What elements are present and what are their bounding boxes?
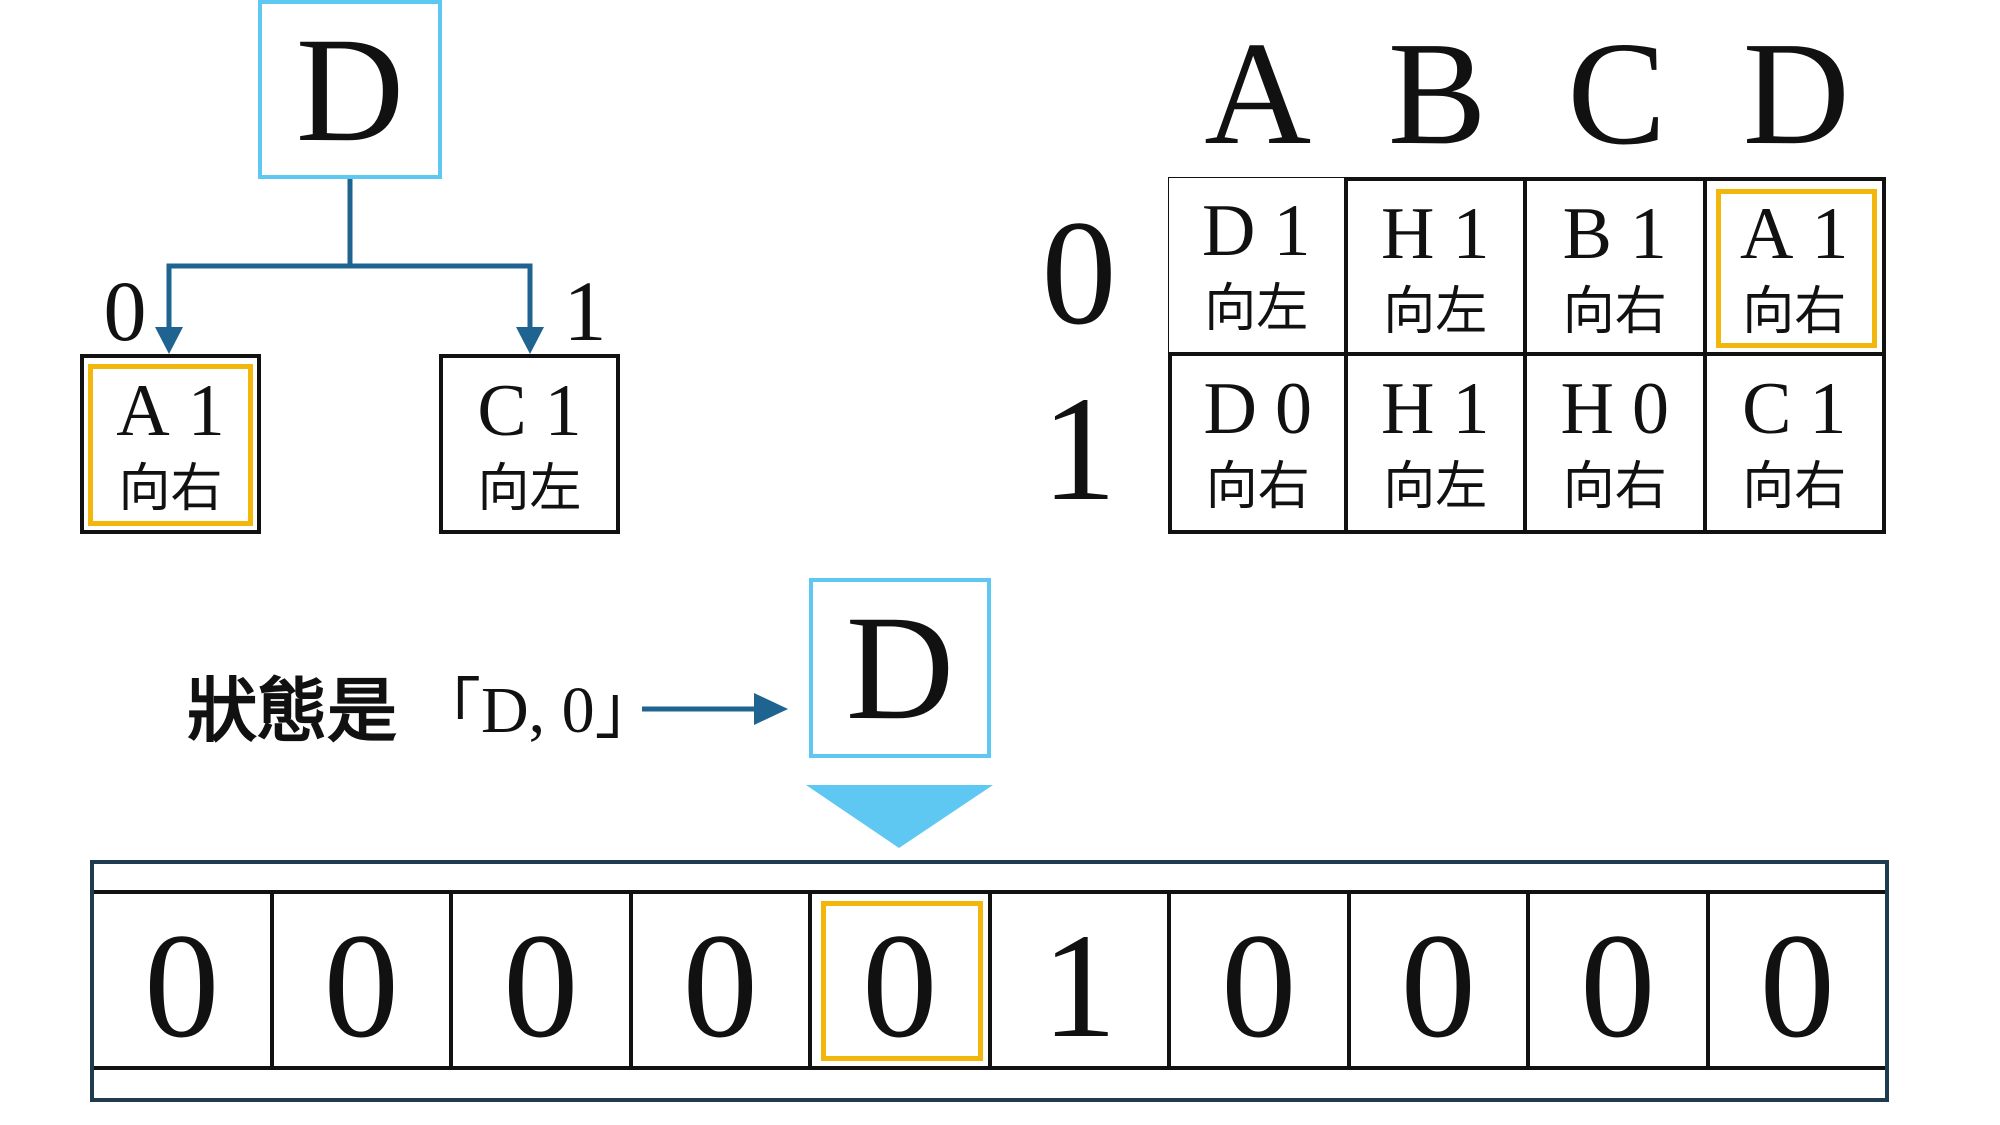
cell-write-symbol: 1	[1811, 193, 1849, 275]
tape-cell: 0	[1710, 894, 1886, 1066]
cell-move-direction: 向右	[1562, 458, 1667, 516]
cell-move-direction: 向左	[1383, 284, 1488, 341]
tape-cell: 0	[1530, 894, 1710, 1066]
column-header-c: C	[1567, 12, 1667, 176]
row-label-1: 1	[1041, 366, 1117, 532]
cell-move-direction: 向右	[1742, 284, 1847, 341]
node-write-symbol: 1	[187, 370, 225, 452]
tape-cell: 0	[633, 894, 812, 1069]
cell-next-state: H	[1381, 367, 1435, 450]
current-state-box: D	[258, 0, 442, 179]
cell-write-symbol: 1	[1452, 367, 1490, 450]
status-arrowhead	[754, 693, 788, 725]
tape-cell-value: 0	[503, 903, 579, 1069]
node-move-direction: 向右	[118, 461, 223, 518]
branch-1-label: 1	[563, 263, 607, 359]
cell-write-symbol: 0	[1274, 367, 1312, 450]
node-next-state: C	[477, 370, 527, 452]
cell-write-symbol: 1	[1452, 193, 1490, 275]
tape-cell: 1	[992, 894, 1171, 1069]
node-next-state: A	[116, 370, 170, 452]
tape-cell-value: 0	[1580, 903, 1656, 1069]
row-label-0: 0	[1041, 190, 1117, 356]
tape-cell-value: 0	[323, 903, 399, 1069]
cell-move-direction: 向左	[1204, 281, 1309, 338]
cell-write-symbol: 1	[1629, 193, 1667, 275]
tape: 0 0 0 0 0 1 0 0 0 0	[90, 860, 1889, 1102]
cell-next-state: H	[1381, 193, 1435, 275]
tape-cell: 0	[812, 894, 992, 1066]
node-move-direction: 向左	[477, 461, 582, 518]
column-header-b: B	[1387, 12, 1487, 176]
cell-move-direction: 向右	[1562, 284, 1667, 341]
cell-write-symbol: 1	[1273, 190, 1311, 272]
cell-next-state: H	[1560, 367, 1614, 450]
cell-write-symbol: 0	[1631, 367, 1669, 450]
tape-cell-value: 0	[682, 903, 758, 1069]
cell-next-state: A	[1740, 193, 1794, 275]
cell-write-symbol: 1	[1809, 367, 1847, 450]
cell-move-direction: 向右	[1742, 458, 1847, 516]
tape-cells-row: 0 0 0 0 0 1 0 0 0 0	[94, 890, 1885, 1070]
cell-move-direction: 向右	[1205, 458, 1310, 516]
tape-cell-value: 0	[1759, 903, 1835, 1069]
tape-cell-value: 0	[1400, 903, 1476, 1069]
tape-cell-value: 0	[144, 903, 220, 1069]
tape-cell-value: 1	[1041, 903, 1117, 1069]
tape-cell: 0	[274, 894, 453, 1069]
head-pointer-triangle	[806, 785, 993, 848]
tape-cell: 0	[453, 894, 633, 1066]
head-state-label: D	[845, 585, 955, 751]
tree-branch-line	[166, 263, 533, 330]
tape-cell-value: 0	[862, 903, 938, 1069]
cell-next-state: C	[1742, 367, 1792, 450]
cell-next-state: B	[1562, 193, 1612, 275]
table-column-headers: A B C D	[1168, 20, 1886, 168]
tape-cell: 0	[1171, 894, 1351, 1066]
tape-cell-value: 0	[1221, 903, 1297, 1069]
tape-cell: 0	[1351, 894, 1530, 1069]
column-header-a: A	[1204, 12, 1312, 176]
branch-0-label: 0	[103, 263, 147, 359]
cell-move-direction: 向左	[1383, 458, 1488, 516]
head-state-box: D	[809, 578, 991, 758]
tape-cell: 0	[94, 894, 274, 1066]
current-state-label: D	[295, 6, 405, 173]
status-caption: 狀態是 「D, 0」	[187, 671, 661, 751]
cell-next-state: D	[1203, 367, 1257, 450]
column-header-d: D	[1742, 12, 1850, 176]
status-label: 狀態是	[187, 670, 397, 752]
cell-next-state: D	[1202, 190, 1256, 272]
status-value: 「D, 0」	[415, 674, 661, 747]
node-write-symbol: 1	[544, 370, 582, 452]
